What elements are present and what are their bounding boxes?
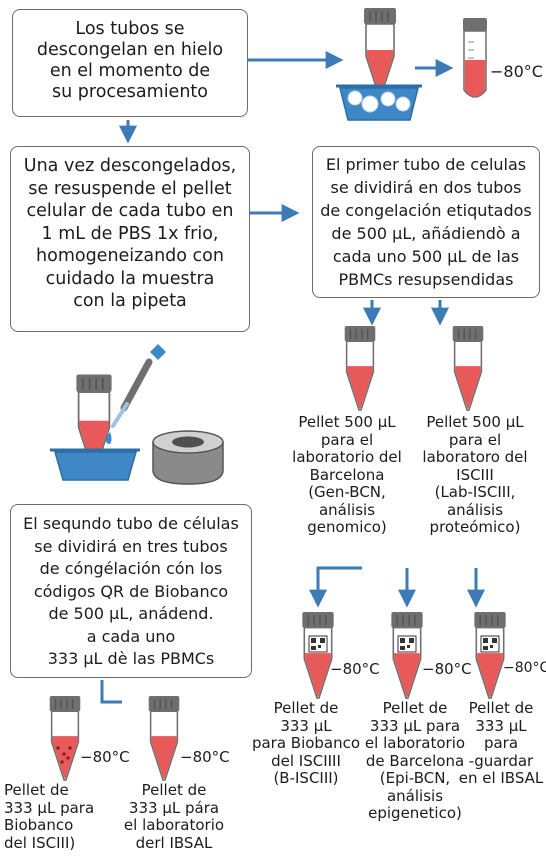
caption-pellet-biobanco-isciii-bottom: Pellet de 333 µL para Biobanco del ISCII… xyxy=(4,781,100,852)
caption-line: Pellet de xyxy=(273,699,339,717)
caption-line: del ISCIIII xyxy=(271,751,341,770)
box-first-line: El primer tubo de celulas xyxy=(325,155,527,174)
caption-line: Biobanco xyxy=(4,816,74,834)
box-resuspend-line: se resuspende el pellet xyxy=(28,178,232,199)
caption-line: (Lab-ISCIII, xyxy=(434,483,516,501)
caption-line: en el IBSAL xyxy=(458,769,544,787)
tube-ibsal-bottom xyxy=(147,696,181,781)
box-second-line: se dividirá en tres tubos xyxy=(34,536,228,556)
temperature-label: −80°C xyxy=(180,748,230,766)
caption-line: Pellet de xyxy=(468,699,534,717)
box-resuspend-line: cuidado la muestra xyxy=(45,268,215,289)
box-first-line: cada uno 500 µL de las xyxy=(332,247,520,266)
caption-line: genomico) xyxy=(307,518,387,536)
caption-line: 333 µL pára xyxy=(128,798,220,817)
box-first-line: de 500 µL, añádiendò a xyxy=(331,224,521,243)
box-first-line: PBMCs resupsendidas xyxy=(338,270,514,289)
tube-biobanco-333 xyxy=(301,612,335,699)
caption-line: Pellet 500 µL xyxy=(298,413,396,431)
caption-line: -guardar xyxy=(468,751,534,770)
caption-line: 333 µL para xyxy=(4,798,95,817)
box-first-line: de congelación etiqutados xyxy=(320,201,532,220)
temperature-label: −80°C xyxy=(80,748,130,766)
caption-line: Barcelona xyxy=(309,465,385,484)
bottom-left-tubes xyxy=(48,696,181,781)
caption-line: laboratorio del xyxy=(292,448,402,466)
pipette-illustration xyxy=(50,344,166,481)
caption-line: para el xyxy=(448,430,502,449)
box-resuspend-line: 1 mL de PBS 1x frio, xyxy=(41,223,219,244)
temperature-label: −80°C xyxy=(330,660,380,678)
box-first-tube: El primer tubo de celulas se dividirá en… xyxy=(312,146,540,298)
caption-line: proteómico) xyxy=(429,518,521,536)
box-second-line: de cóngélación cón los xyxy=(39,559,223,578)
caption-line: epigenetico) xyxy=(368,804,462,822)
caption-line: 333 µL xyxy=(475,716,527,735)
box-resuspend: Una vez descongelados, se resuspende el … xyxy=(10,146,250,332)
caption-pellet-biobanco-333: Pellet de 333 µL para Biobanco del ISCII… xyxy=(250,699,362,788)
tube-biobanco-isciii-bottom xyxy=(48,696,82,781)
caption-pellet-bcn-500: Pellet 500 µL para el laboratorio del Ba… xyxy=(292,413,402,537)
caption-line: análisis xyxy=(386,786,444,805)
caption-line: laboratoro del xyxy=(422,448,528,466)
box-resuspend-line: homogeneizando con xyxy=(36,246,224,266)
temperature-label: −80°C xyxy=(490,62,543,81)
box-thaw-line: su procesamiento xyxy=(52,82,208,102)
caption-line: Pellet 500 µL xyxy=(426,413,524,431)
caption-line: ISCIII xyxy=(456,465,494,484)
arrows xyxy=(100,51,485,704)
box-resuspend-line: celular de cada tubo en xyxy=(26,201,234,221)
box-second-line: 333 µL dè las PBMCs xyxy=(47,649,215,668)
caption-line: (Gen-BCN, xyxy=(308,483,386,501)
frozen-tube-top xyxy=(463,18,487,98)
box-second-line: de 500 µL, anádend. xyxy=(48,604,214,623)
caption-line: derl IBSAL xyxy=(135,833,213,852)
caption-line: para Biobanco xyxy=(251,734,361,752)
caption-line: Pellet de xyxy=(4,781,69,799)
box-second-line: El sequndo tubo de células xyxy=(23,514,239,533)
tube-bcn-500 xyxy=(343,326,377,411)
box-thaw-line: descongelan en hielo xyxy=(36,40,224,60)
box-second-tube: El sequndo tubo de células se dividirá e… xyxy=(10,504,252,678)
caption-line: de Barcelona xyxy=(365,751,465,770)
box-second-line: a cada uno xyxy=(86,626,176,646)
box-thaw-line: Los tubos se xyxy=(75,19,185,39)
temperature-label: −80°C xyxy=(422,660,472,678)
box-resuspend-line: con la pipeta xyxy=(73,291,187,311)
caption-line: el laboratorio xyxy=(123,816,225,834)
caption-line: (Epi-BCN, xyxy=(379,769,451,787)
caption-line: 333 µL xyxy=(280,716,332,735)
tube-epi-333 xyxy=(390,612,424,699)
centrifuge-icon xyxy=(152,430,224,485)
box-first-line: se dividirá en dos tubos xyxy=(330,178,522,197)
caption-line: para xyxy=(483,734,519,752)
box-thaw: Los tubos se descongelan en hielo en el … xyxy=(12,9,248,117)
caption-line: el laboratorio xyxy=(364,734,466,752)
caption-pellet-guardar-333: Pellet de 333 µL para -guardar en el IBS… xyxy=(458,699,544,788)
box-second-line: códigos QR de Biobanco xyxy=(33,581,229,601)
caption-line: análisis xyxy=(446,500,504,519)
caption-line: para el xyxy=(320,430,374,449)
caption-pellet-isciii-500: Pellet 500 µL para el laboratoro del ISC… xyxy=(418,413,532,537)
ice-bath-illustration xyxy=(336,8,422,121)
box-resuspend-line: Una vez descongelados, xyxy=(23,156,237,176)
qr-tubes xyxy=(301,612,507,699)
connector-second-bottom xyxy=(100,680,122,704)
caption-line: 333 µL para xyxy=(369,716,461,735)
caption-line: del ISCIII) xyxy=(4,833,76,852)
tube-isciii-500 xyxy=(451,326,485,411)
box-thaw-line: en el momento de xyxy=(49,61,211,81)
caption-line: Pellet de xyxy=(141,781,207,799)
caption-pellet-bcn-333: Pellet de 333 µL para el laboratorio de … xyxy=(362,699,468,823)
tube-ibsal-333 xyxy=(473,612,507,699)
caption-line: (B-ISCIII) xyxy=(273,769,339,787)
arrow-second-to-biobanco xyxy=(316,566,362,604)
caption-pellet-ibsal-bottom: Pellet de 333 µL pára el laboratorio der… xyxy=(118,781,230,852)
caption-line: análisis xyxy=(318,500,376,519)
caption-line: Pellet de xyxy=(382,699,448,717)
temperature-label: −80°C xyxy=(503,660,546,676)
